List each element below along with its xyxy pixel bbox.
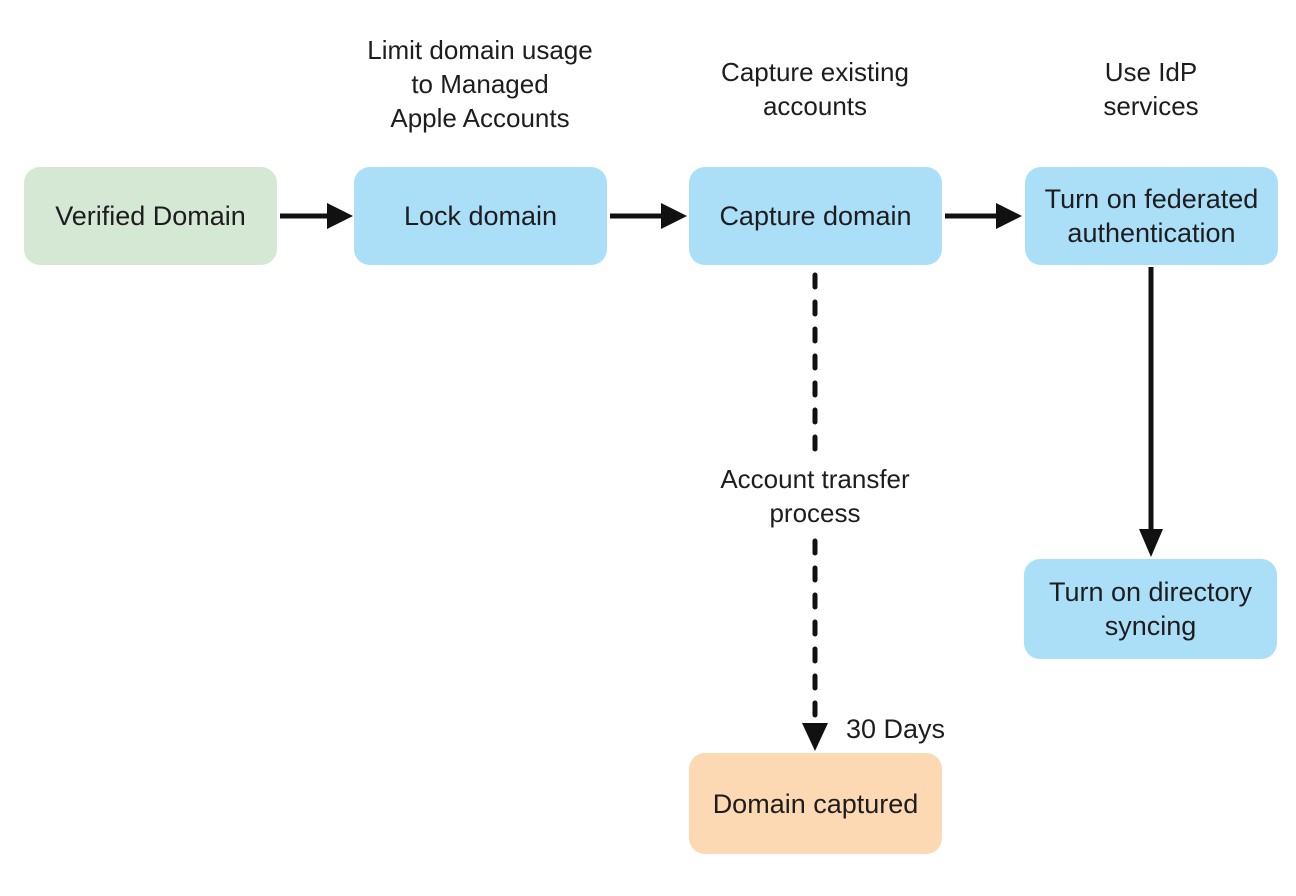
annotation-line: 30 Days [846,714,946,744]
annotation-line: Use IdP [1104,57,1198,87]
arrow-verified-to-lock [280,203,353,229]
node-label-line: Turn on directory [1048,577,1253,607]
annotation-line: Account transfer [720,464,910,494]
node-label: Domain captured [712,788,919,819]
node-domain-captured: Domain captured [689,753,942,854]
node-lock-domain: Lock domain [354,167,607,265]
annotation-line: services [1103,91,1199,121]
annotation-line: Apple Accounts [390,103,570,133]
annotation-use-idp-services: Use IdP services [991,55,1296,123]
annotation-line: to Managed [411,69,549,99]
annotation-30-days: 30 Days [846,712,1006,746]
annotation-line: Capture existing [721,57,909,87]
arrow-capture-to-federated [945,203,1022,229]
node-label-line: syncing [1104,611,1197,641]
node-label: Capture domain [719,201,912,231]
node-label: Lock domain [403,201,558,231]
annotation-line: accounts [762,91,868,121]
annotation-line: process [769,498,861,528]
annotation-line: Limit domain usage [367,35,593,65]
arrow-lock-to-capture [610,203,687,229]
arrow-federated-to-directory [1139,267,1163,557]
annotation-limit-domain-usage: Limit domain usage to Managed Apple Acco… [320,33,640,135]
node-label-line: Turn on federated [1044,184,1259,214]
node-verified-domain: Verified Domain [24,167,277,265]
node-turn-on-federated-authentication: Turn on federated authentication [1025,167,1278,265]
annotation-account-transfer-process: Account transfer process [655,462,975,530]
node-label: Verified Domain [55,201,246,231]
node-turn-on-directory-syncing: Turn on directory syncing [1024,559,1277,659]
annotation-capture-existing-accounts: Capture existing accounts [655,55,975,123]
node-capture-domain: Capture domain [689,167,942,265]
node-label-line: authentication [1067,218,1236,248]
